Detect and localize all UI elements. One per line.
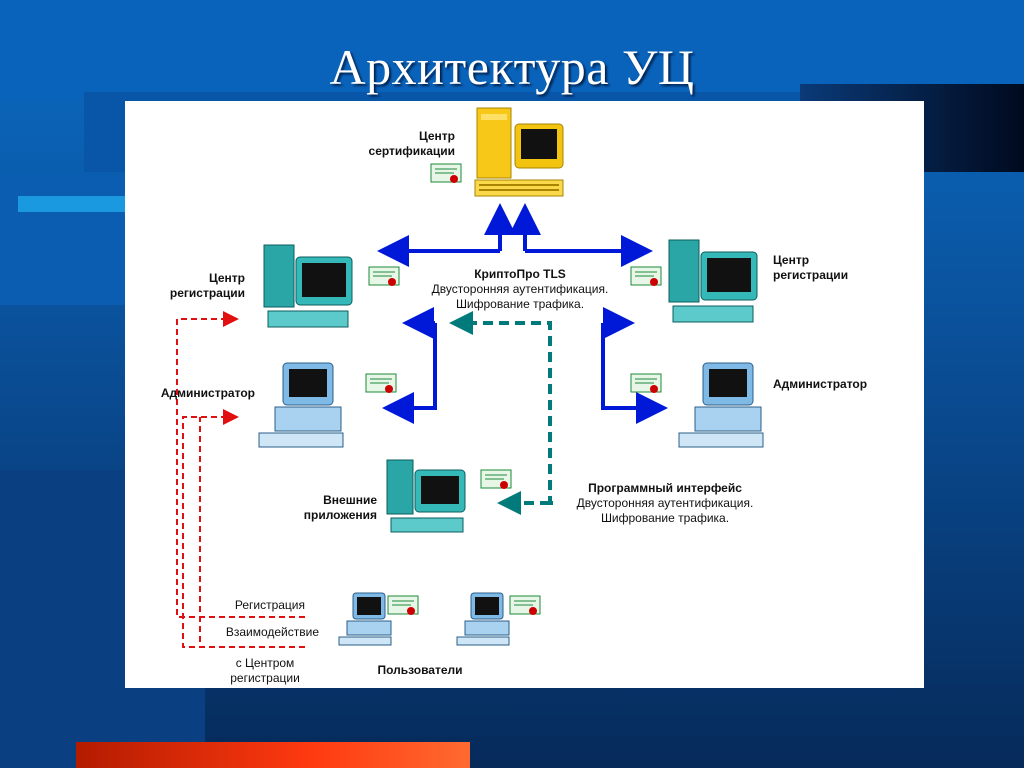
interaction-label: Взаимодействие: [225, 625, 319, 639]
certificate-icon: [509, 595, 541, 615]
certificate-icon: [387, 595, 419, 615]
red-arrow-registration: [176, 311, 305, 618]
rc-right-line-1: Центр: [773, 253, 810, 267]
ca-server-icon: [474, 107, 564, 197]
api-arrow: [449, 311, 553, 505]
architecture-diagram-panel: Центр сертификации Центр регистрации Цен…: [125, 101, 924, 688]
workstation-icon: [668, 239, 758, 323]
tls-line-2: Двусторонняя аутентификация.: [431, 282, 609, 296]
external-apps-line-2: приложения: [303, 508, 377, 522]
certificate-icon: [368, 266, 400, 286]
workstation-icon: [386, 459, 466, 533]
workstation-icon: [258, 362, 344, 448]
with-rc-line-1: с Центром: [235, 656, 295, 670]
certificate-icon: [365, 373, 397, 393]
workstation-icon: [678, 362, 764, 448]
admin-left-label: Администратор: [160, 386, 255, 400]
registration-label: Регистрация: [234, 598, 305, 612]
api-line-2: Двусторонняя аутентификация.: [576, 496, 754, 510]
slide-title: Архитектура УЦ: [329, 39, 695, 95]
rc-left-line-2: регистрации: [169, 286, 245, 300]
external-apps-label: Внешние приложения: [255, 493, 377, 523]
admin-right-label: Администратор: [773, 377, 868, 391]
red-arrow-with-rc: [199, 417, 305, 648]
with-rc-label: с Центром регистрации: [215, 656, 315, 686]
tls-line-1: КриптоПро TLS: [474, 267, 566, 281]
api-line-3: Шифрование трафика.: [600, 511, 730, 525]
external-apps-line-1: Внешние: [323, 493, 377, 507]
certificate-icon: [630, 266, 662, 286]
tls-arrow-admin-right: [601, 323, 668, 424]
workstation-icon: [456, 592, 510, 646]
rc-right-line-2: регистрации: [773, 268, 849, 282]
certificate-icon: [630, 373, 662, 393]
tls-label: КриптоПро TLS Двусторонняя аутентификаци…: [405, 267, 635, 312]
tls-arrow-admin-left: [382, 323, 437, 424]
ca-label: Центр сертификации: [315, 129, 455, 159]
certificate-icon: [480, 469, 512, 489]
ca-label-line-2: сертификации: [368, 144, 455, 158]
workstation-icon: [263, 244, 353, 328]
connection-arrows: [176, 203, 668, 648]
users-label: Пользователи: [377, 663, 463, 677]
rc-left-label: Центр регистрации: [125, 271, 245, 301]
with-rc-line-2: регистрации: [230, 671, 300, 685]
rc-left-line-1: Центр: [208, 271, 245, 285]
tls-line-3: Шифрование трафика.: [455, 297, 585, 311]
rc-right-label: Центр регистрации: [773, 253, 913, 283]
certificate-icon: [430, 163, 462, 183]
api-line-1: Программный интерфейс: [588, 481, 742, 495]
workstation-icon: [338, 592, 392, 646]
api-label: Программный интерфейс Двусторонняя аутен…: [550, 481, 780, 526]
ca-label-line-1: Центр: [418, 129, 455, 143]
